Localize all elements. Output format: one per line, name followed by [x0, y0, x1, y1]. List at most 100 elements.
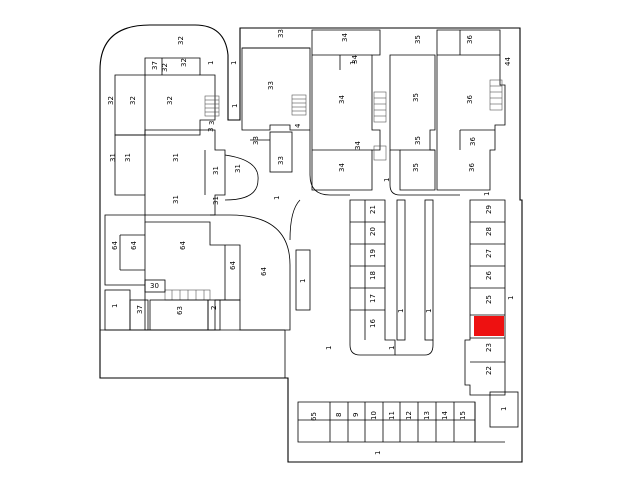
label-1: 1	[425, 309, 433, 313]
label-8: 8	[335, 413, 343, 417]
label-44: 44	[504, 57, 512, 66]
label-10: 10	[370, 411, 378, 420]
label-31: 31	[109, 153, 117, 162]
label-64: 64	[130, 241, 138, 250]
stair-34	[373, 91, 387, 123]
label-14: 14	[441, 411, 449, 420]
label-31: 31	[124, 153, 132, 162]
label-18: 18	[369, 271, 377, 280]
label-21: 21	[369, 205, 377, 214]
label-65: 65	[310, 412, 318, 421]
label-23: 23	[485, 343, 493, 352]
label-34: 34	[338, 163, 346, 172]
stair-33	[291, 94, 307, 116]
label-34: 34	[338, 95, 346, 104]
parking-strip-1	[396, 199, 406, 341]
unit-1-east	[295, 249, 311, 311]
label-1: 1	[388, 346, 396, 350]
label-15: 15	[459, 411, 467, 420]
building-36	[436, 29, 506, 191]
label-9: 9	[352, 413, 360, 417]
label-32: 32	[166, 96, 174, 105]
label-34: 34	[351, 55, 359, 64]
unit-1-left	[104, 289, 131, 331]
label-64: 64	[260, 267, 268, 276]
label-1: 1	[230, 61, 238, 65]
building-34	[311, 29, 381, 191]
label-33: 33	[267, 81, 275, 90]
label-36: 36	[468, 163, 476, 172]
label-3: 3	[208, 121, 216, 125]
parking-row-right	[464, 199, 506, 396]
label-27: 27	[485, 249, 493, 258]
label-1: 1	[374, 451, 382, 455]
label-1: 1	[483, 192, 491, 196]
label-28: 28	[485, 227, 493, 236]
unit-2	[207, 299, 221, 331]
label-22: 22	[485, 366, 493, 375]
label-4: 4	[294, 123, 302, 128]
label-63: 63	[176, 306, 184, 315]
label-34: 34	[341, 33, 349, 42]
road-curve-top	[309, 130, 350, 196]
label-31: 31	[212, 196, 220, 205]
label-25: 25	[485, 295, 493, 304]
stair-34b	[373, 145, 387, 161]
label-2: 2	[210, 306, 218, 310]
label-32: 32	[129, 96, 137, 105]
label-34: 34	[354, 141, 362, 150]
building-33	[241, 47, 311, 131]
building-31	[114, 129, 226, 216]
building-64-east	[210, 214, 291, 331]
label-36: 36	[466, 95, 474, 104]
stair-32	[204, 95, 220, 117]
label-1: 1	[299, 279, 307, 283]
label-32: 32	[107, 96, 115, 105]
label-1: 1	[111, 304, 119, 308]
road-bottom	[474, 402, 505, 443]
parking-strip-2	[424, 199, 434, 341]
label-36: 36	[466, 35, 474, 44]
garage-row-bottom	[297, 401, 476, 443]
label-64: 64	[179, 241, 187, 250]
label-17: 17	[369, 294, 377, 303]
label-1: 1	[383, 178, 391, 182]
label-20: 20	[369, 227, 377, 236]
label-1: 1	[207, 61, 215, 65]
label-30: 30	[150, 282, 159, 290]
road-inner-left	[289, 199, 301, 241]
label-26: 26	[485, 271, 493, 280]
label-33: 33	[277, 156, 285, 165]
label-32: 32	[180, 58, 188, 67]
label-11: 11	[388, 411, 396, 420]
label-35: 35	[414, 35, 422, 44]
label-1: 1	[325, 346, 333, 350]
label-32: 32	[177, 36, 185, 45]
parking-island-bottom	[395, 340, 434, 356]
label-16: 16	[369, 319, 377, 328]
label-31: 31	[212, 166, 220, 175]
label-35: 35	[414, 136, 422, 145]
label-1: 1	[397, 309, 405, 313]
highlighted-parking-space[interactable]	[474, 316, 504, 336]
site-boundary	[99, 24, 523, 463]
unit-1-box	[489, 391, 519, 428]
label-32: 32	[161, 63, 169, 72]
label-1: 1	[273, 196, 281, 200]
label-1: 1	[349, 61, 357, 65]
label-37: 37	[136, 305, 144, 314]
unit-30	[144, 279, 166, 293]
road-curve-mid	[389, 150, 460, 196]
label-35: 35	[412, 93, 420, 102]
label-29: 29	[485, 205, 493, 214]
label-35: 35	[412, 163, 420, 172]
label-37: 37	[151, 61, 159, 70]
label-31: 31	[234, 164, 242, 173]
label-13: 13	[423, 411, 431, 420]
label-64: 64	[229, 261, 237, 270]
unit-33-small	[269, 131, 293, 173]
label-64: 64	[111, 241, 119, 250]
label-1: 1	[231, 104, 239, 108]
label-33: 33	[277, 29, 285, 38]
